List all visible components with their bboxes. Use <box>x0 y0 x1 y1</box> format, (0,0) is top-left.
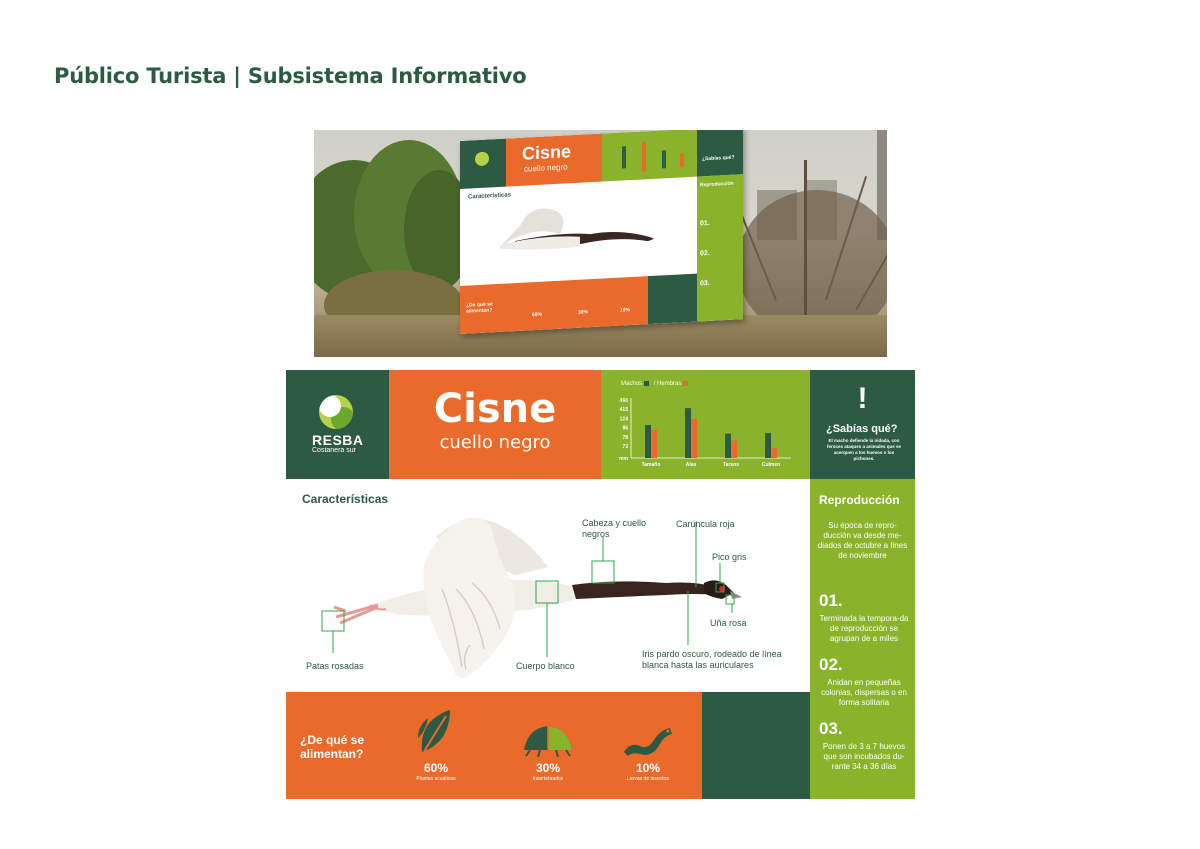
chart-legend: Machos / Hembras <box>621 381 691 387</box>
mockup-num-1: 01. <box>700 219 710 228</box>
reproduccion-text-1: Terminada la tempora-da de reproducción … <box>819 614 909 643</box>
alimentacion-pct-1: 60% <box>423 761 449 775</box>
sabias-panel: ! ¿Sabías qué? El macho defiende la nida… <box>810 370 915 479</box>
caracteristicas-panel: Características <box>286 479 810 692</box>
chart-bar-hembras <box>691 418 697 458</box>
callout-una: Uña rosa <box>710 618 747 628</box>
chart-ytick-label: 86 <box>622 426 628 432</box>
chart-ylabel: mm <box>619 456 628 462</box>
reproduccion-num-1: 01. <box>819 591 843 610</box>
mockup-pct-2: 30% <box>578 309 589 316</box>
legend-separator: / <box>653 381 656 388</box>
empty-dark-panel <box>702 692 810 799</box>
chart-bar-hembras <box>771 447 777 458</box>
alimentacion-label-1: Plantas acuáticas <box>416 776 456 782</box>
chart-ytick-label: 415 <box>620 407 629 413</box>
species-subtitle: cuello negro <box>439 432 551 453</box>
mockup-swan <box>500 208 654 250</box>
page-title: Público Turista | Subsistema Informativo <box>54 64 527 88</box>
chart-category-label: Culmen <box>762 462 780 468</box>
tree-trunk <box>804 160 807 320</box>
chart-bar-hembras <box>651 429 657 458</box>
chart-ytick-label: 73 <box>622 444 628 450</box>
reproduccion-intro: Su época de repro-ducción va desde me-di… <box>817 521 908 560</box>
reproduccion-text-2: Anidan en pequeñas colonias, dispersas o… <box>821 678 907 707</box>
sabias-text: El macho defiende la nidada, con feroces… <box>826 438 902 461</box>
alimentacion-pct-3: 10% <box>635 761 661 775</box>
chart-bar-machos <box>725 433 731 458</box>
info-board: RESBA Costanera sur Cisne cuello negro M… <box>286 370 915 799</box>
chart-category-label: Alas <box>686 462 697 468</box>
chart-category-label: Tamaño <box>642 462 661 468</box>
reproduccion-title: Reproducción <box>819 493 900 507</box>
callout-iris: Iris pardo oscuro, rodeado de línea blan… <box>642 649 782 670</box>
chart-bar-machos <box>765 433 771 458</box>
chart-category-label: Tarsos <box>723 462 739 468</box>
exclamation-icon: ! <box>857 382 868 415</box>
beetle-icon <box>524 726 572 758</box>
callout-cuerpo: Cuerpo blanco <box>516 661 575 671</box>
alimentacion-label-3: Larvas de insectos <box>627 776 669 782</box>
chart-ytick-label: 460 <box>620 398 629 404</box>
alimentacion-question: ¿De qué se alimentan? <box>300 733 365 761</box>
chart-ytick-label: 124 <box>620 416 629 422</box>
reproduccion-num-2: 02. <box>819 655 843 674</box>
mockup-title: Cisne <box>522 141 572 164</box>
mockup-num-3: 03. <box>700 279 710 288</box>
callout-pico: Pico gris <box>712 552 747 562</box>
species-title: Cisne <box>433 386 557 432</box>
billboard-mockup: Cisne cuello negro ¿Sabías qué? Caracter… <box>460 130 743 334</box>
legend-swatch-machos <box>644 381 650 386</box>
reproduccion-text-3: Ponen de 3 a 7 huevos que son incubados … <box>822 742 906 771</box>
alimentacion-panel: ¿De qué se alimentan? 60% Plantas acuáti… <box>286 692 702 799</box>
mockup-food-question: ¿De qué se alimentan? <box>466 301 493 315</box>
billboard-photo: Cisne cuello negro ¿Sabías qué? Caracter… <box>314 130 887 357</box>
sabias-title: ¿Sabías qué? <box>826 423 898 435</box>
resba-logo-icon <box>319 395 353 429</box>
callout-patas: Patas rosadas <box>306 661 364 671</box>
mockup-pct-1: 60% <box>532 311 543 319</box>
legend-label-hembras: Hembras <box>657 381 682 388</box>
alimentacion-label-2: Invertebrados <box>532 776 564 782</box>
alimentacion-pct-2: 30% <box>535 761 561 775</box>
logo-panel: RESBA Costanera sur <box>286 370 389 479</box>
reproduccion-panel: Reproducción Su época de repro-ducción v… <box>810 479 915 799</box>
logo-name: RESBA <box>312 432 364 448</box>
mockup-pct-3: 10% <box>620 307 631 314</box>
mockup-num-2: 02. <box>700 249 710 258</box>
leaf-icon <box>418 710 450 753</box>
chart-bar-hembras <box>731 440 737 458</box>
chart-bar-machos <box>645 424 651 458</box>
callout-cabeza: Cabeza y cuello negros <box>582 518 647 539</box>
reproduccion-num-3: 03. <box>819 719 843 738</box>
callout-caruncula: Carúncula roja <box>676 519 735 529</box>
title-panel: Cisne cuello negro <box>389 370 601 479</box>
swan-illustration <box>321 517 742 678</box>
chart-ytick-label: 78 <box>622 435 628 441</box>
larva-icon <box>624 728 672 756</box>
legend-swatch-hembras <box>683 381 689 386</box>
legend-label-machos: Machos <box>621 381 643 388</box>
background-building <box>877 130 887 240</box>
chart-bar-machos <box>685 408 691 458</box>
caracteristicas-title: Características <box>302 492 389 506</box>
logo-subtitle: Costanera sur <box>312 447 356 454</box>
